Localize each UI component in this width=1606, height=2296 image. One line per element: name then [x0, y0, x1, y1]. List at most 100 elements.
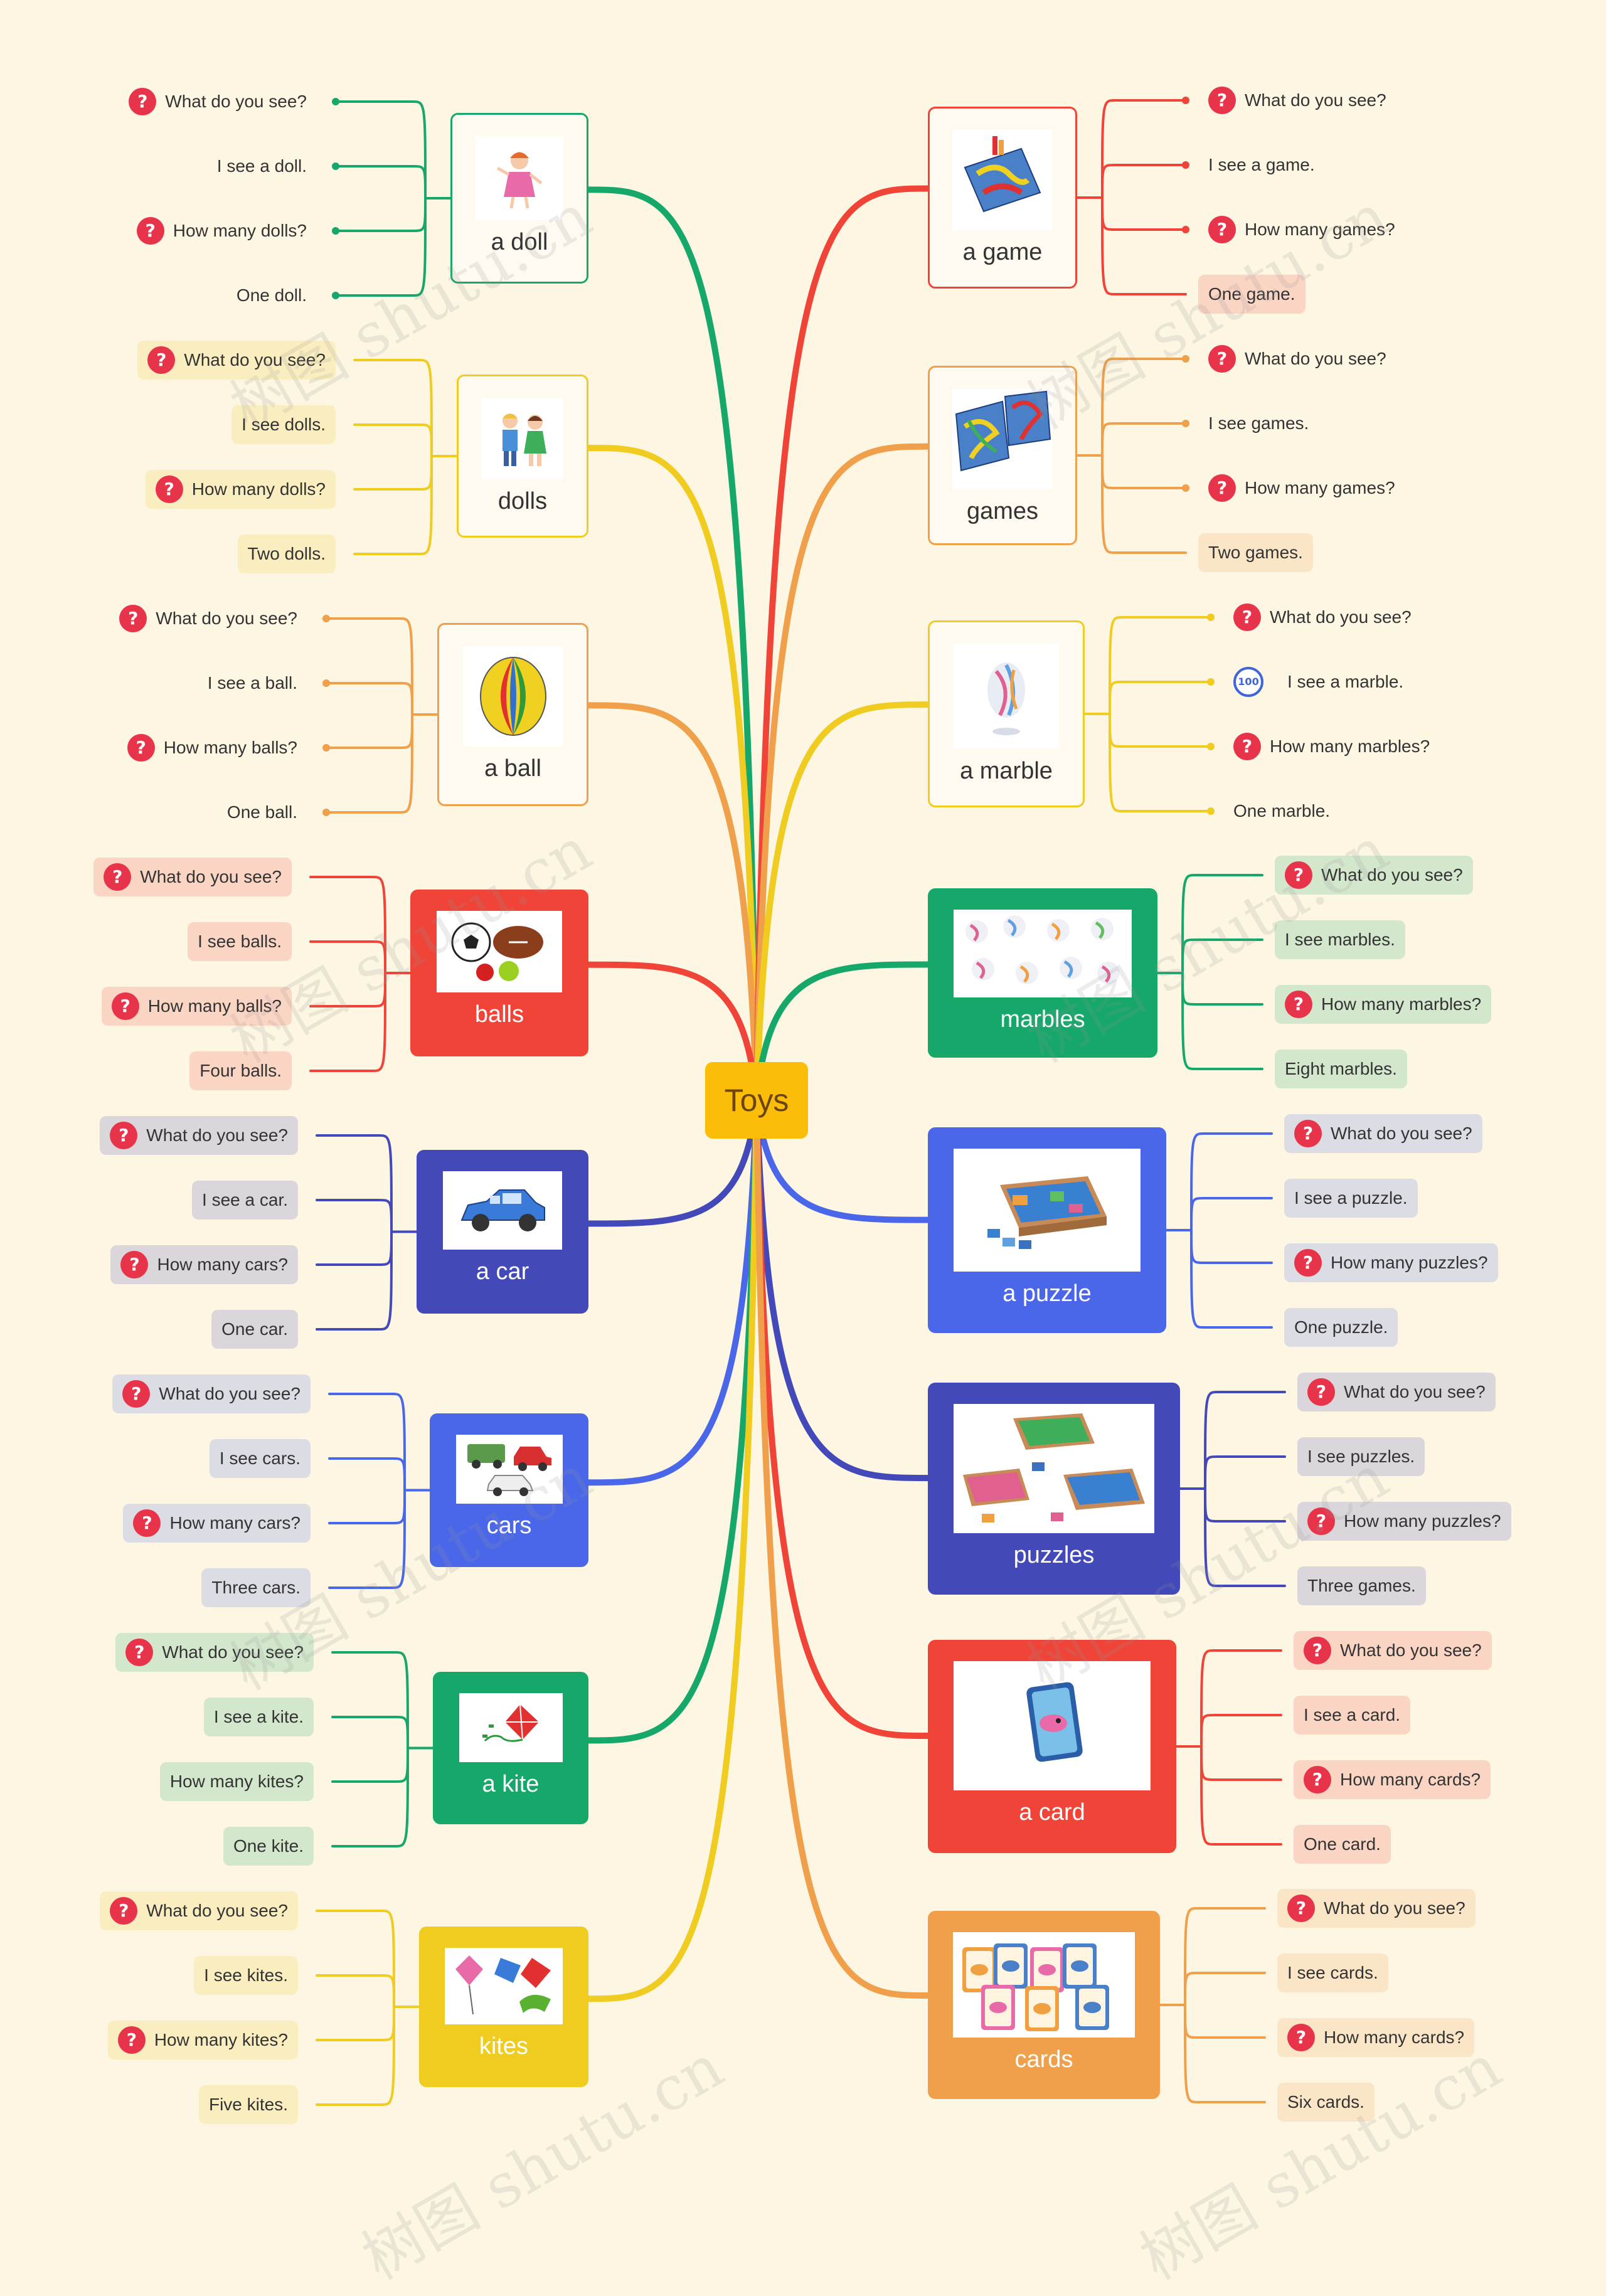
leaf-connector [328, 1457, 406, 1492]
leaf-item[interactable]: One puzzle. [1284, 1308, 1398, 1347]
leaf-item[interactable]: ?How many dolls? [145, 470, 336, 509]
leaf-item[interactable]: ?What do you see? [100, 1891, 298, 1930]
leaf-item[interactable]: ?What do you see? [115, 1633, 314, 1672]
leaf-item[interactable]: Two dolls. [237, 534, 336, 573]
leaf-dot [322, 809, 330, 816]
topic-label: cards [1014, 2046, 1073, 2073]
leaf-item[interactable]: I see balls. [188, 922, 292, 961]
leaf-item[interactable]: ?What do you see? [1297, 1373, 1496, 1411]
topic-a-ball[interactable]: a ball [437, 623, 588, 806]
leaf-item[interactable]: ?What do you see? [1284, 1114, 1482, 1153]
topic-a-car[interactable]: a car [417, 1150, 588, 1314]
leaf-item[interactable]: ?How many games? [1198, 469, 1405, 508]
leaf-text: I see dolls. [242, 415, 326, 434]
leaf-item[interactable]: Three cars. [201, 1568, 311, 1607]
leaf-item[interactable]: ?What do you see? [1275, 856, 1473, 895]
leaf-dot [1182, 484, 1189, 492]
question-icon: ? [1285, 991, 1312, 1018]
leaf-item[interactable]: Four balls. [189, 1051, 292, 1090]
leaf-item[interactable]: Eight marbles. [1275, 1050, 1407, 1088]
leaf-item[interactable]: ?What do you see? [109, 599, 307, 638]
leaf-item[interactable]: ?How many balls? [101, 987, 292, 1026]
leaf-item[interactable]: ?How many kites? [107, 2021, 298, 2059]
leaf-item[interactable]: ?How many puzzles? [1297, 1502, 1511, 1541]
leaf-item[interactable]: I see puzzles. [1297, 1437, 1425, 1476]
topic-a-marble[interactable]: a marble [928, 620, 1085, 807]
leaf-text: What do you see? [1245, 349, 1386, 368]
leaf-dot [1207, 807, 1215, 815]
leaf-item[interactable]: ?What do you see? [1198, 81, 1396, 120]
score-100-icon: 100 [1233, 667, 1263, 697]
leaf-item[interactable]: Three games. [1297, 1566, 1426, 1605]
leaf-item[interactable]: I see cards. [1277, 1953, 1388, 1992]
topic-dolls[interactable]: dolls [457, 375, 588, 538]
leaf-dot [322, 744, 330, 752]
leaf-item[interactable]: I see dolls. [231, 405, 336, 444]
topic-a-card[interactable]: a card [928, 1640, 1176, 1853]
leaf-item[interactable]: ?How many cars? [110, 1245, 298, 1284]
leaf-item[interactable]: I see a doll. [207, 147, 317, 186]
leaf-item[interactable]: Five kites. [198, 2085, 298, 2124]
branch-line [753, 961, 931, 1103]
leaf-item[interactable]: ?What do you see? [100, 1116, 298, 1155]
leaf-item[interactable]: ?What do you see? [119, 82, 317, 121]
leaf-item[interactable]: I see a kite. [203, 1698, 314, 1736]
leaf-item[interactable]: I see marbles. [1275, 920, 1405, 959]
leaf-item[interactable]: ?How many marbles? [1275, 985, 1492, 1024]
leaf-item[interactable]: ?What do you see? [137, 341, 336, 380]
leaf-item[interactable]: I see cars. [209, 1439, 311, 1478]
topic-a-puzzle[interactable]: a puzzle [928, 1127, 1166, 1333]
leaf-item[interactable]: ?How many dolls? [127, 211, 317, 250]
leaf-item[interactable]: One ball. [217, 793, 307, 832]
topic-a-doll[interactable]: a doll [450, 113, 588, 284]
topic-cars[interactable]: cars [430, 1413, 588, 1567]
topic-a-game[interactable]: a game [928, 107, 1077, 289]
leaf-item[interactable]: One kite. [223, 1827, 314, 1866]
leaf-connector [1204, 1455, 1286, 1490]
leaf-item[interactable]: One marble. [1223, 792, 1340, 831]
topic-label: games [966, 498, 1039, 524]
leaf-item[interactable]: ?What do you see? [1294, 1631, 1492, 1670]
leaf-item[interactable]: ?What do you see? [1277, 1889, 1476, 1928]
leaf-item[interactable]: ?How many cards? [1294, 1760, 1491, 1799]
leaf-item[interactable]: One game. [1198, 275, 1306, 314]
leaf-connector [328, 1489, 406, 1524]
leaf-connector [1101, 196, 1187, 231]
leaf-item[interactable]: One card. [1294, 1825, 1391, 1864]
leaf-item[interactable]: ?What do you see? [112, 1374, 311, 1413]
topic-marbles[interactable]: marbles [928, 888, 1157, 1058]
central-topic[interactable]: Toys [705, 1062, 808, 1139]
question-icon: ? [111, 992, 139, 1020]
leaf-item[interactable]: ?How many balls? [117, 728, 307, 767]
topic-puzzles[interactable]: puzzles [928, 1383, 1180, 1595]
leaf-item[interactable]: ?What do you see? [93, 858, 292, 896]
leaf-item[interactable]: I see a puzzle. [1284, 1179, 1418, 1218]
leaf-item[interactable]: I see a card. [1294, 1696, 1411, 1735]
leaf-item[interactable]: I see a game. [1198, 146, 1325, 184]
leaf-item[interactable]: ?How many cards? [1277, 2018, 1475, 2057]
leaf-item[interactable]: Six cards. [1277, 2083, 1375, 2122]
leaf-item[interactable]: I see a ball. [198, 664, 307, 703]
leaf-dot [1182, 420, 1189, 427]
leaf-item[interactable]: I see a car. [192, 1181, 298, 1220]
topic-a-kite[interactable]: a kite [433, 1672, 588, 1824]
leaf-item[interactable]: ?How many marbles? [1223, 727, 1440, 766]
leaf-item[interactable]: I see kites. [194, 1956, 298, 1995]
leaf-item[interactable]: ?How many games? [1198, 210, 1405, 249]
leaf-item[interactable]: ?What do you see? [1198, 339, 1396, 378]
topic-cards[interactable]: cards [928, 1911, 1160, 2099]
leaf-item[interactable]: I see games. [1198, 404, 1319, 443]
topic-balls[interactable]: balls [410, 890, 588, 1056]
leaf-item[interactable]: One doll. [226, 276, 317, 315]
leaf-text: How many kites? [154, 2030, 288, 2049]
leaf-item[interactable]: ?What do you see? [1223, 598, 1422, 637]
leaf-item[interactable]: ?How many puzzles? [1284, 1243, 1498, 1282]
leaf-item[interactable]: Two games. [1198, 533, 1313, 572]
topic-label: puzzles [1013, 1542, 1095, 1568]
topic-kites[interactable]: kites [419, 1927, 588, 2087]
leaf-item[interactable]: How many kites? [159, 1762, 314, 1801]
topic-games[interactable]: games [928, 366, 1077, 545]
leaf-item[interactable]: ?How many cars? [123, 1504, 311, 1543]
leaf-item[interactable]: One car. [211, 1310, 298, 1349]
